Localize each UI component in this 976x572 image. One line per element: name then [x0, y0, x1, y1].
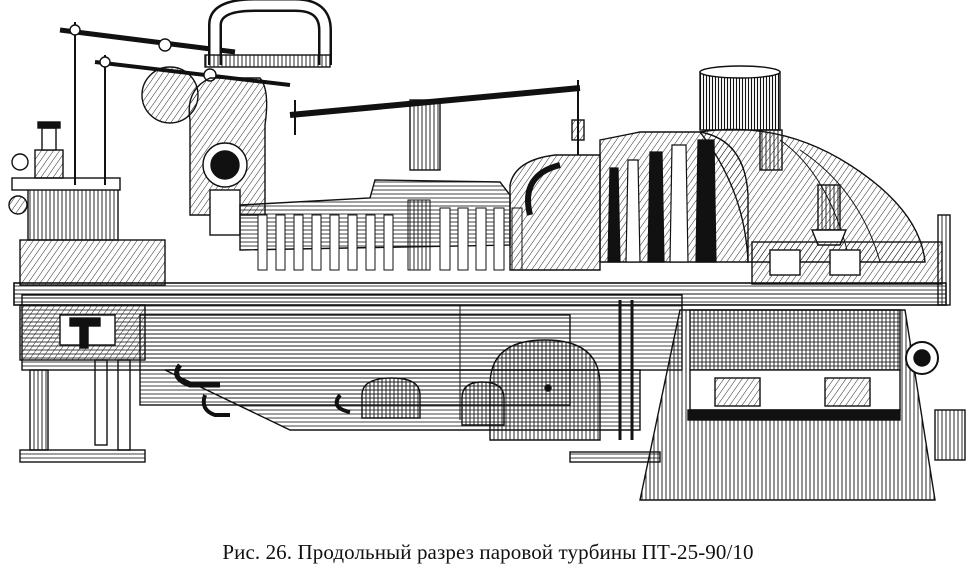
- figure-caption: Рис. 26. Продольный разрез паровой турби…: [222, 540, 754, 564]
- front-bearing-housing: [19, 239, 166, 286]
- drawing-lines: [8, 0, 966, 501]
- lp-inlet-volute: [509, 154, 601, 271]
- governor-housing: [27, 187, 119, 241]
- extraction-dome-1: [361, 377, 421, 419]
- turbine-section-drawing: [8, 0, 966, 501]
- lp-blade-stages: [607, 139, 717, 263]
- exhaust-stack: [699, 71, 781, 131]
- valve-lever-upper: [59, 27, 236, 55]
- front-support-left: [29, 369, 49, 451]
